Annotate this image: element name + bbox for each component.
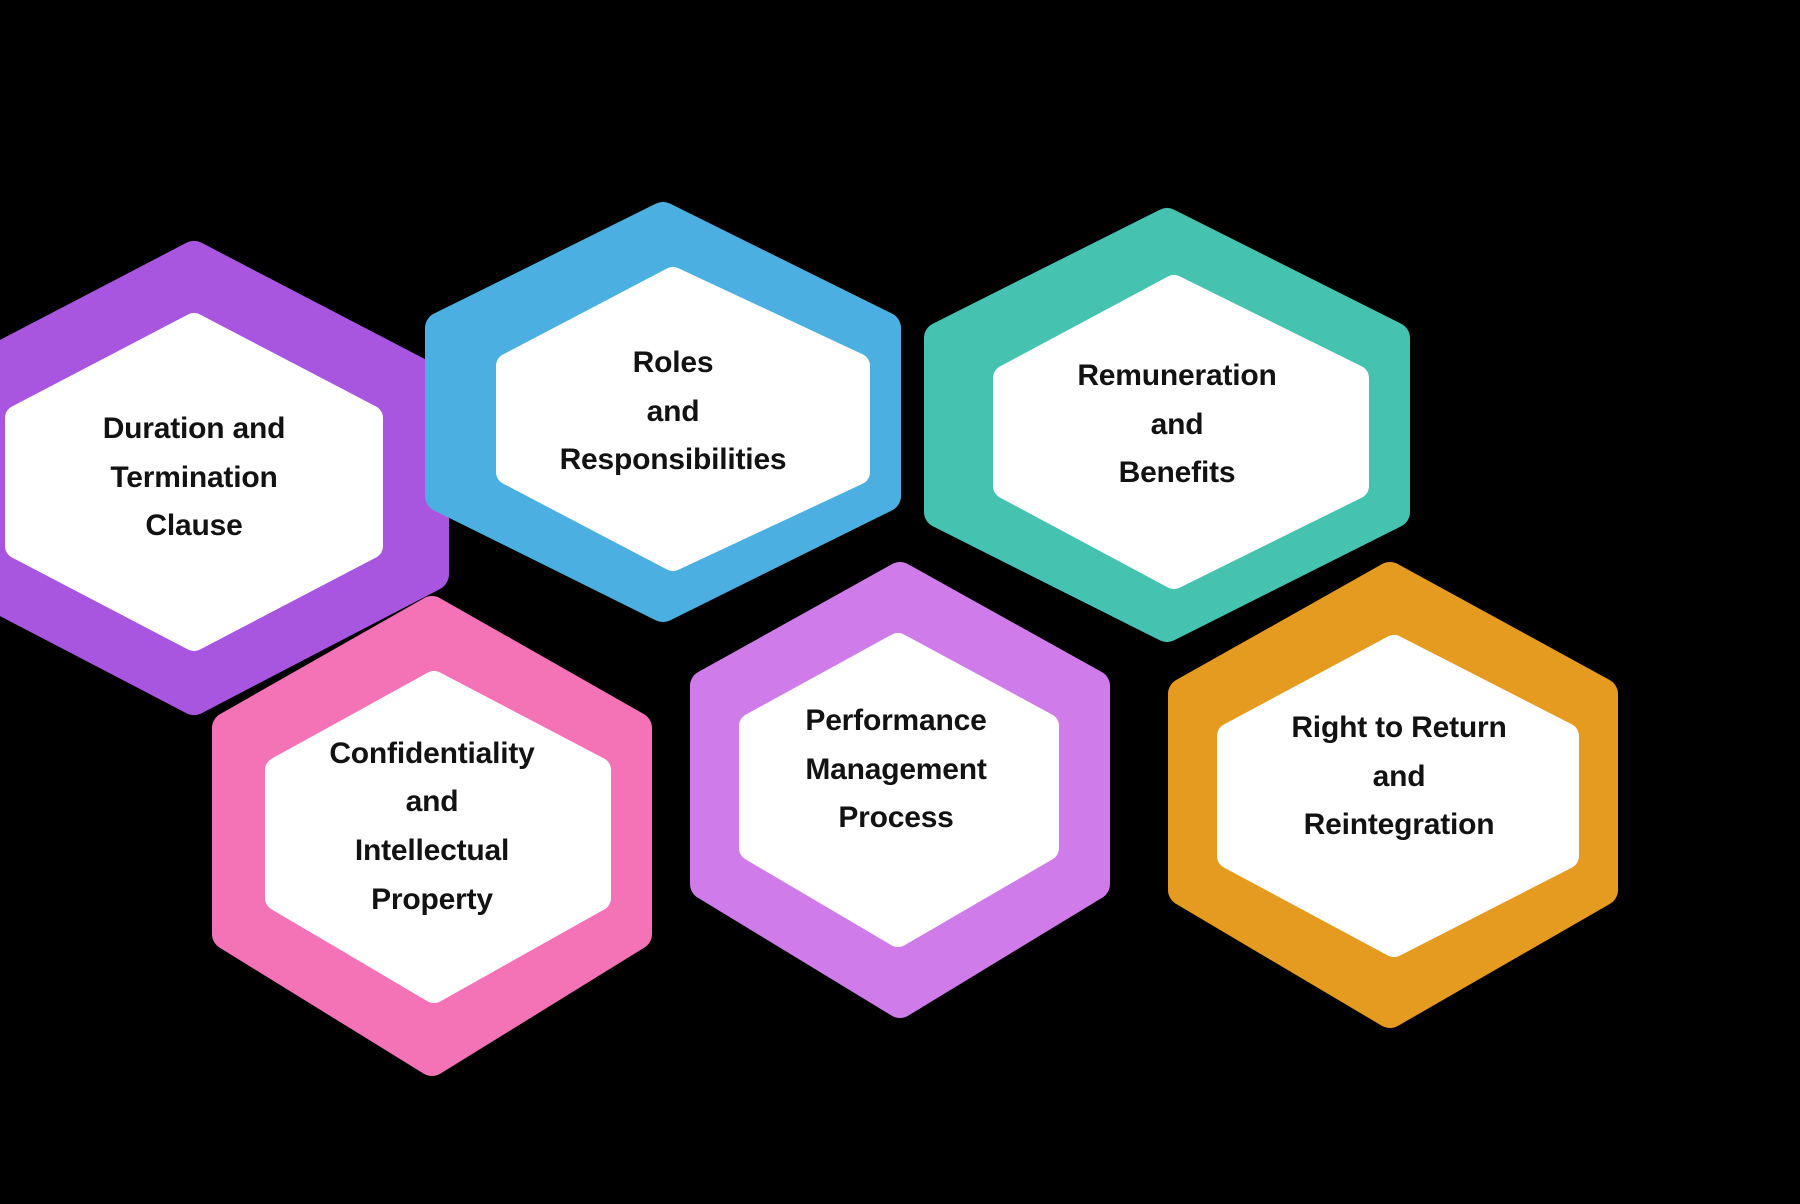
hex-inner-shape — [993, 275, 1369, 589]
hex-inner-shape — [496, 267, 870, 571]
hex-node-remuneration-and-benefits[interactable]: Remuneration and Benefits — [924, 208, 1410, 642]
hex-node-confidentiality-and-intellectual-property[interactable]: Confidentiality and Intellectual Propert… — [212, 594, 652, 1076]
hex-node-roles-and-responsibilities[interactable]: Roles and Responsibilities — [425, 202, 901, 622]
hex-node-performance-management-process[interactable]: Performance Management Process — [690, 560, 1110, 1020]
hex-inner-shape — [5, 313, 383, 651]
hex-inner-shape — [739, 633, 1059, 947]
hex-inner-shape — [1217, 635, 1579, 957]
hex-inner-shape — [265, 671, 611, 1003]
hex-node-right-to-return-and-reintegration[interactable]: Right to Return and Reintegration — [1168, 560, 1618, 1030]
